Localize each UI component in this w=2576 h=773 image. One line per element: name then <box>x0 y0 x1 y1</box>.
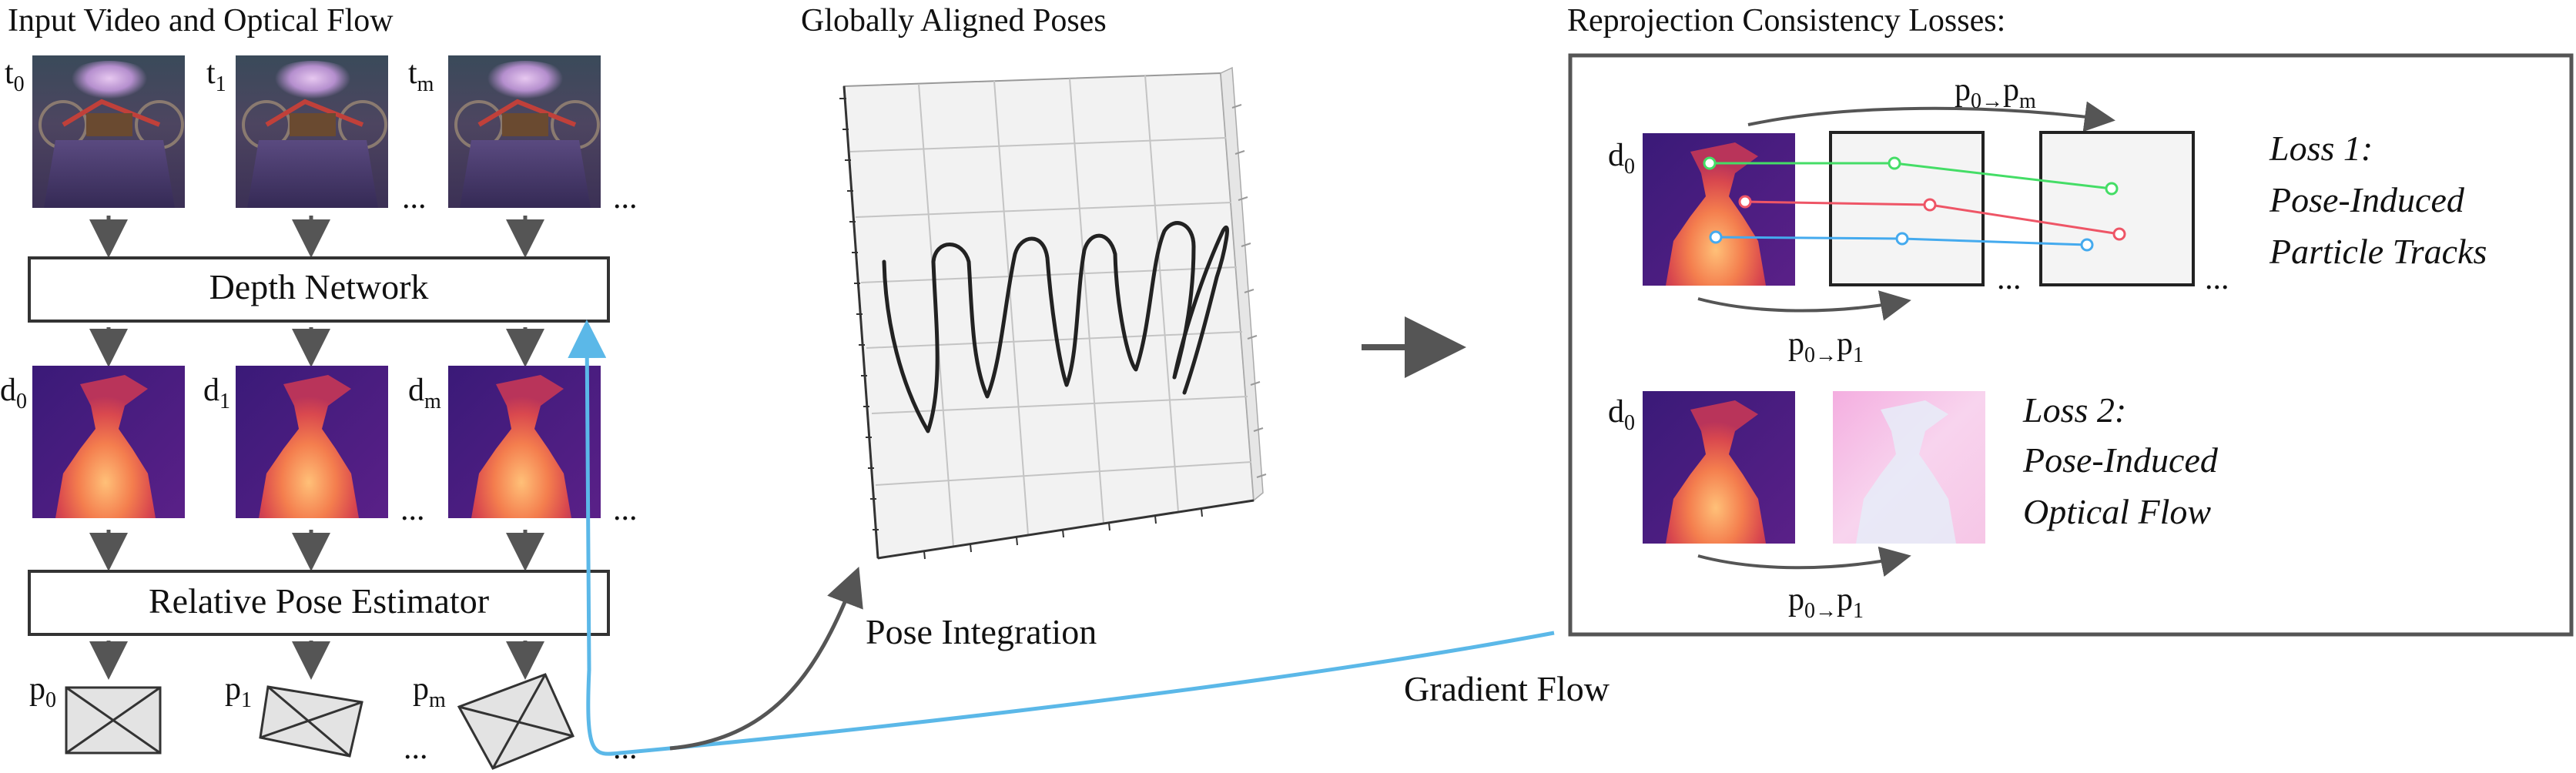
input-frame-m <box>448 55 601 208</box>
depth-map-0 <box>32 366 185 518</box>
pose-glyph-p0 <box>65 686 162 755</box>
svg-text:Particle Tracks: Particle Tracks <box>2269 232 2487 271</box>
frame-label-t1: t1 <box>206 55 226 96</box>
pose-grid-3d <box>839 66 1267 560</box>
depth-label-d1: d1 <box>203 373 230 413</box>
loss1-title: Loss 1: Pose-Induced Particle Tracks <box>2269 129 2487 271</box>
svg-text:Pose-Induced: Pose-Induced <box>2022 440 2219 480</box>
pose-glyph-p1 <box>259 685 363 758</box>
loss1-ellipsis-end: ... <box>2205 261 2229 296</box>
pose-label-pm: pm <box>413 671 446 712</box>
loss1-ellipsis-mid: ... <box>1997 261 2022 296</box>
camera-trajectory <box>882 221 1229 433</box>
loss2-arrow-label: p0→p1 <box>1788 582 1864 623</box>
depth-label-dm: dm <box>408 373 441 413</box>
pose-glyph-pm <box>457 673 575 770</box>
frames-ellipsis-end: ... <box>613 180 638 216</box>
pose-label-p1: p1 <box>225 671 252 712</box>
loss2-title: Loss 2: Pose-Induced Optical Flow <box>2022 390 2219 531</box>
depth-network-box <box>28 256 610 323</box>
loss1-top-arrow <box>1747 101 2115 132</box>
gradient-flow-line <box>568 320 1555 756</box>
input-section-title: Input Video and Optical Flow <box>8 3 394 38</box>
pose-ellipsis-mid: ... <box>404 731 428 766</box>
relative-pose-estimator-box <box>28 570 610 636</box>
depth-map-m <box>448 366 601 518</box>
svg-text:Optical Flow: Optical Flow <box>2023 492 2211 531</box>
svg-text:Loss 2:: Loss 2: <box>2022 390 2126 430</box>
loss2-depth-map <box>1643 391 1795 544</box>
input-frame-0 <box>32 55 185 208</box>
depth-label-d0: d0 <box>0 373 27 413</box>
pose-label-p0: p0 <box>29 671 56 712</box>
depth-map-1 <box>236 366 388 518</box>
loss1-depth-label: d0 <box>1608 138 1635 179</box>
gradient-flow-label: Gradient Flow <box>1404 669 1610 708</box>
relative-pose-estimator-label: Relative Pose Estimator <box>149 581 489 621</box>
frame-label-t0: t0 <box>5 55 25 96</box>
frame-label-tm: tm <box>408 55 434 96</box>
loss2-depth-label: d0 <box>1608 394 1635 435</box>
loss1-bottom-arrow <box>1697 290 1911 321</box>
loss1-depth-map <box>1643 133 1795 286</box>
poses-section-title: Globally Aligned Poses <box>801 3 1107 38</box>
depth-ellipsis-end: ... <box>613 492 638 527</box>
loss1-frame-m <box>2039 131 2195 286</box>
loss2-arrow <box>1697 546 1911 577</box>
track-points <box>1703 156 2126 252</box>
loss2-optical-flow <box>1833 391 1985 544</box>
frames-ellipsis-mid: ... <box>402 180 427 216</box>
pose-ellipsis-end: ... <box>613 731 638 766</box>
pose-integration-arrow <box>669 567 863 751</box>
depth-network-label: Depth Network <box>209 267 429 306</box>
loss1-bottom-arrow-label: p0→p1 <box>1788 326 1864 367</box>
svg-text:Loss 1:: Loss 1: <box>2269 129 2373 168</box>
pose-integration-label: Pose Integration <box>866 612 1097 651</box>
losses-section-title: Reprojection Consistency Losses: <box>1567 3 2005 38</box>
depth-ellipsis-mid: ... <box>400 492 425 527</box>
svg-text:Pose-Induced: Pose-Induced <box>2269 180 2465 219</box>
input-frame-1 <box>236 55 388 208</box>
